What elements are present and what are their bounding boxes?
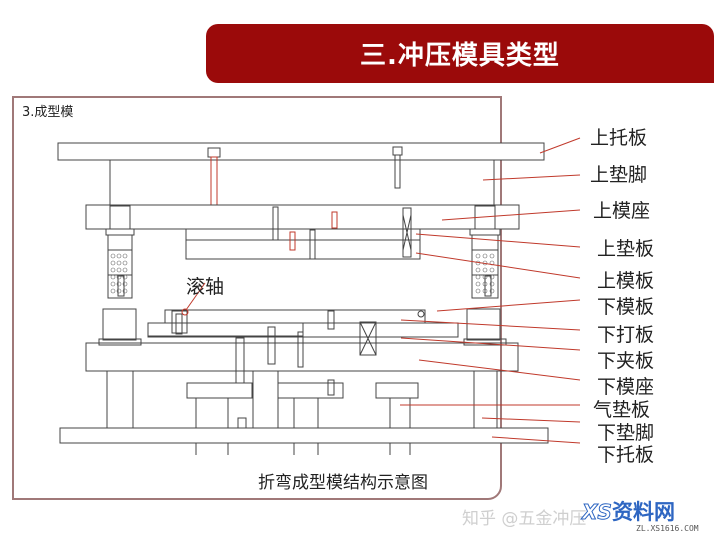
site-url-watermark: ZL.XS1616.COM [636, 524, 699, 533]
label-lower-clamp-plate: 下夹板 [597, 350, 655, 372]
label-upper-parallel: 上垫脚 [590, 164, 648, 186]
label-lower-plate: 下托板 [597, 444, 655, 466]
label-upper-backing-plate: 上垫板 [597, 238, 655, 260]
xs-logo-icon: XS [582, 500, 613, 525]
label-upper-die-shoe: 上模座 [593, 200, 651, 222]
label-lower-parallel: 下垫脚 [597, 422, 655, 444]
section-label: 3.成型模 [22, 105, 74, 120]
page-title: 三.冲压模具类型 [360, 41, 560, 71]
label-upper-die-plate: 上模板 [597, 270, 655, 292]
label-lower-die-plate: 下模板 [597, 296, 655, 318]
label-roller: 滚轴 [186, 276, 225, 298]
label-lower-knockout-plate: 下打板 [597, 324, 655, 346]
content-frame [12, 96, 502, 500]
zhihu-watermark: 知乎 @五金冲压 [462, 509, 587, 529]
title-banner: 三.冲压模具类型 [206, 24, 714, 83]
diagram-caption: 折弯成型模结构示意图 [258, 473, 428, 493]
label-air-cushion-plate: 气垫板 [593, 399, 651, 421]
site-name-watermark: 资料网 [612, 500, 675, 524]
label-upper-plate: 上托板 [590, 127, 648, 149]
label-lower-die-shoe: 下模座 [597, 376, 655, 398]
